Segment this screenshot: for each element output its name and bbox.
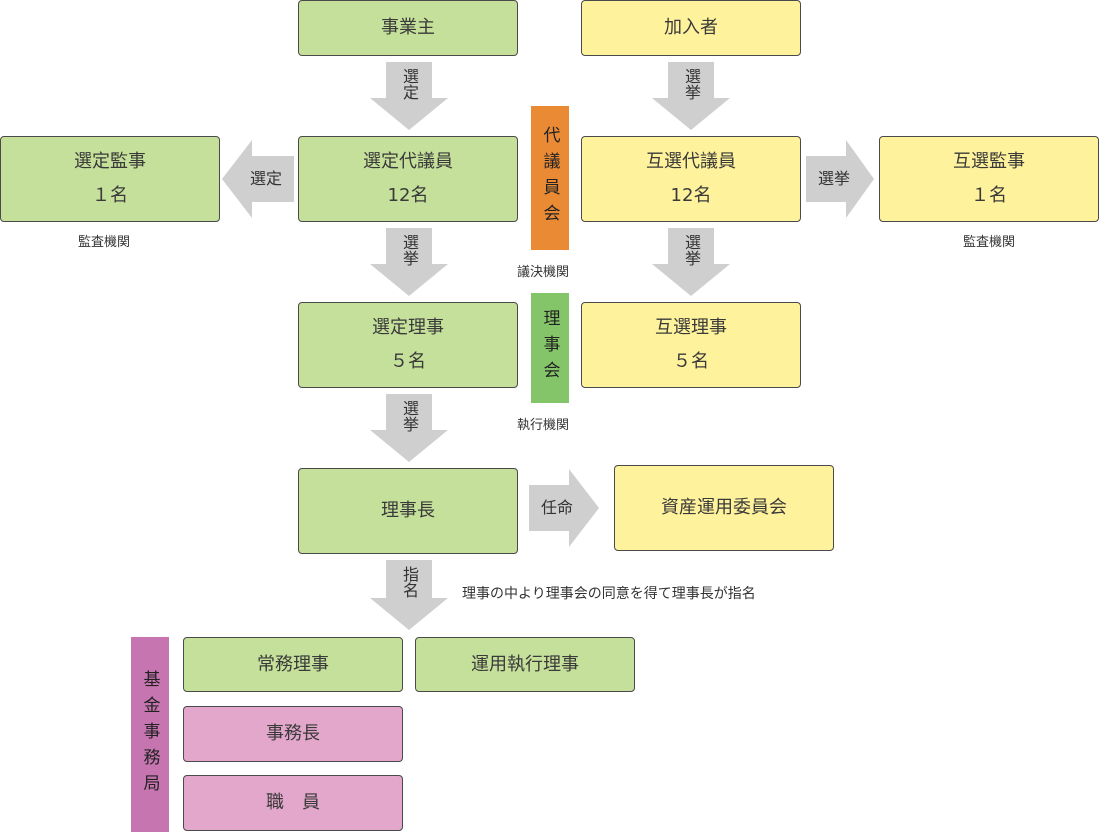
arrow-label: 選挙 bbox=[682, 68, 701, 100]
arrow-chairman-to-office: 指名 bbox=[370, 560, 448, 630]
arrow-delegate-to-mutual-auditor: 選挙 bbox=[806, 140, 874, 218]
mutual-director-title: 互選理事 bbox=[655, 317, 727, 338]
mutual-auditor-count: １名 bbox=[971, 185, 1007, 206]
arrow-label: 指名 bbox=[400, 566, 419, 598]
mutual-delegate-box: 互選代議員 12名 bbox=[581, 136, 801, 222]
asset-committee-label: 資産運用委員会 bbox=[661, 497, 787, 518]
arrow-label: 選定 bbox=[249, 169, 282, 188]
council-bar: 代議員会 bbox=[531, 106, 569, 250]
arrow-label: 選挙 bbox=[817, 169, 850, 188]
secretariat-bar: 基金事務局 bbox=[131, 637, 169, 832]
member-label: 加入者 bbox=[664, 17, 718, 38]
member-box: 加入者 bbox=[581, 0, 801, 56]
arrow-delegate-to-mutual-director: 選挙 bbox=[652, 228, 730, 296]
selected-delegate-title: 選定代議員 bbox=[363, 151, 453, 172]
audit-note-right: 監査機関 bbox=[963, 235, 1016, 250]
standing-director-box: 常務理事 bbox=[183, 637, 403, 692]
arrow-delegate-to-selected-director: 選挙 bbox=[370, 228, 448, 296]
standing-director-label: 常務理事 bbox=[257, 653, 329, 675]
asset-committee-box: 資産運用委員会 bbox=[614, 465, 834, 551]
office-manager-box: 事務長 bbox=[183, 706, 403, 762]
board-bar: 理事会 bbox=[531, 293, 569, 403]
arrow-label: 選定 bbox=[400, 68, 419, 100]
arrow-label: 選挙 bbox=[400, 234, 419, 266]
arrow-delegate-to-selected-auditor: 選定 bbox=[222, 140, 294, 218]
execution-note: 執行機関 bbox=[517, 418, 570, 433]
board-label: 理事会 bbox=[539, 309, 560, 387]
staff-label: 職 員 bbox=[266, 792, 320, 813]
arrow-label: 任命 bbox=[540, 498, 573, 517]
selected-director-title: 選定理事 bbox=[372, 317, 444, 338]
secretariat-label: 基金事務局 bbox=[139, 669, 160, 800]
selected-auditor-box: 選定監事 １名 bbox=[0, 136, 220, 222]
mutual-director-count: ５名 bbox=[673, 351, 709, 372]
arrow-label: 選挙 bbox=[682, 234, 701, 266]
chairman-box: 理事長 bbox=[298, 468, 518, 554]
decision-note: 議決機関 bbox=[517, 265, 570, 280]
mutual-delegate-title: 互選代議員 bbox=[646, 151, 736, 172]
employer-box: 事業主 bbox=[298, 0, 518, 56]
mutual-delegate-count: 12名 bbox=[670, 185, 712, 206]
mutual-auditor-title: 互選監事 bbox=[953, 151, 1025, 172]
mutual-auditor-box: 互選監事 １名 bbox=[879, 136, 1099, 222]
arrow-member-to-delegate: 選挙 bbox=[652, 62, 730, 130]
arrow-chairman-to-committee: 任命 bbox=[529, 469, 599, 547]
arrow-employer-to-delegate: 選定 bbox=[370, 62, 448, 130]
selected-auditor-count: １名 bbox=[92, 185, 128, 206]
staff-box: 職 員 bbox=[183, 775, 403, 831]
selected-delegate-count: 12名 bbox=[387, 185, 429, 206]
selected-auditor-title: 選定監事 bbox=[74, 151, 146, 172]
appointment-note: 理事の中より理事会の同意を得て理事長が指名 bbox=[462, 586, 756, 602]
selected-delegate-box: 選定代議員 12名 bbox=[298, 136, 518, 222]
selected-director-count: ５名 bbox=[390, 351, 426, 372]
council-label: 代議員会 bbox=[539, 126, 560, 230]
selected-director-box: 選定理事 ５名 bbox=[298, 302, 518, 388]
arrow-director-to-chairman: 選挙 bbox=[370, 394, 448, 462]
office-manager-label: 事務長 bbox=[266, 723, 320, 744]
employer-label: 事業主 bbox=[381, 17, 435, 38]
mutual-director-box: 互選理事 ５名 bbox=[581, 302, 801, 388]
investment-director-label: 運用執行理事 bbox=[471, 653, 579, 675]
chairman-label: 理事長 bbox=[381, 500, 435, 521]
audit-note-left: 監査機関 bbox=[78, 235, 131, 250]
investment-director-box: 運用執行理事 bbox=[415, 637, 635, 692]
arrow-label: 選挙 bbox=[400, 400, 419, 432]
